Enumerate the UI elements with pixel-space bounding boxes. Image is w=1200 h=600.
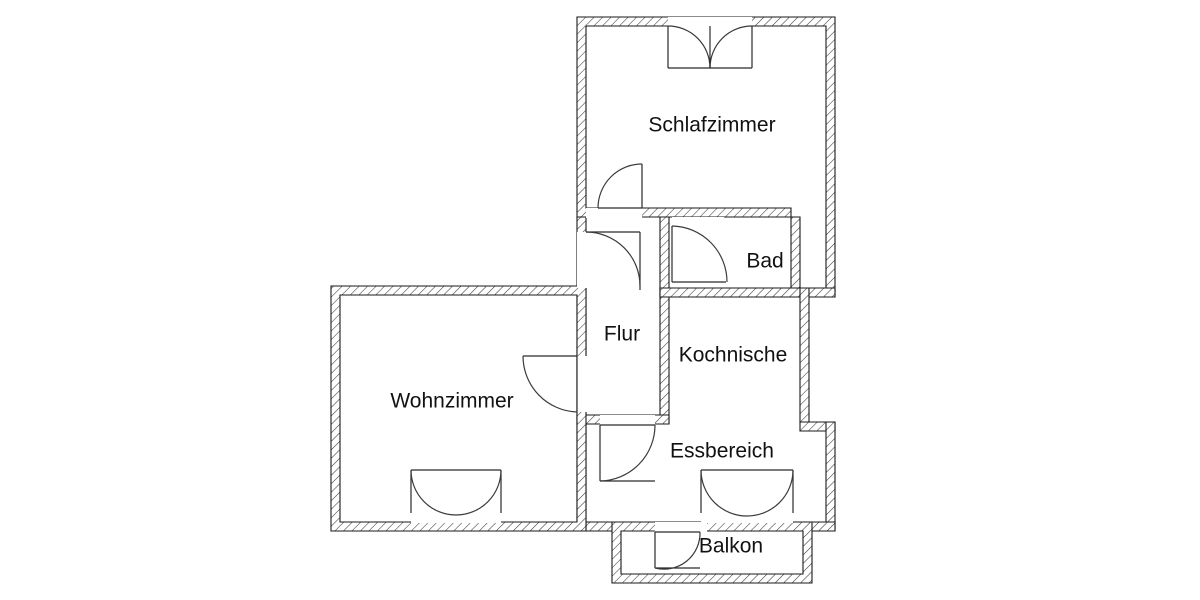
wall-kochnische-right <box>799 287 810 423</box>
door-openings-group <box>411 17 793 532</box>
wall-schlafzimmer-outer <box>576 16 836 298</box>
room-label-kochnische: Kochnische <box>679 344 788 367</box>
room-label-schlafzimmer: Schlafzimmer <box>648 114 775 137</box>
door-wohnzimmer-flur[interactable] <box>522 355 578 413</box>
door-essbereich-balkon-double[interactable] <box>700 469 794 517</box>
door-schlafzimmer-balcony-double[interactable] <box>667 25 753 69</box>
wall-wohnzimmer <box>330 285 587 532</box>
door-wohnzimmer-double[interactable] <box>410 469 502 516</box>
wall-flur-right <box>659 287 670 425</box>
opening-schlafzimmer-flur <box>586 208 642 218</box>
walls-group <box>330 16 836 584</box>
room-label-balkon: Balkon <box>699 535 763 558</box>
room-label-wohnzimmer: Wohnzimmer <box>390 390 513 413</box>
room-label-bad: Bad <box>746 250 783 273</box>
opening-essbereich-balkon <box>701 513 793 523</box>
opening-balkon <box>655 522 707 532</box>
door-balkon[interactable] <box>654 531 701 570</box>
opening-flur-upper <box>577 232 587 288</box>
wall-essbereich-right <box>825 421 836 532</box>
opening-essbereich-flur <box>600 415 655 425</box>
opening-wohnzimmer-flur <box>577 356 587 412</box>
opening-schlafzimmer-top <box>668 17 752 27</box>
opening-bad-top <box>672 217 724 227</box>
room-label-flur: Flur <box>604 323 640 346</box>
doors-group <box>410 25 794 570</box>
room-label-essbereich: Essbereich <box>670 440 774 463</box>
wall-bad-bottom <box>659 287 836 298</box>
door-essbereich-flur[interactable] <box>599 424 656 482</box>
door-bad[interactable] <box>671 225 728 283</box>
door-schlafzimmer-flur[interactable] <box>597 163 643 209</box>
door-flur-upper[interactable] <box>585 231 641 290</box>
opening-wohnzimmer-bottom <box>411 513 501 523</box>
room-labels-group: Schlafzimmer Bad Flur Kochnische Wohnzim… <box>390 114 787 558</box>
wall-bad-left-vertical <box>659 216 670 298</box>
